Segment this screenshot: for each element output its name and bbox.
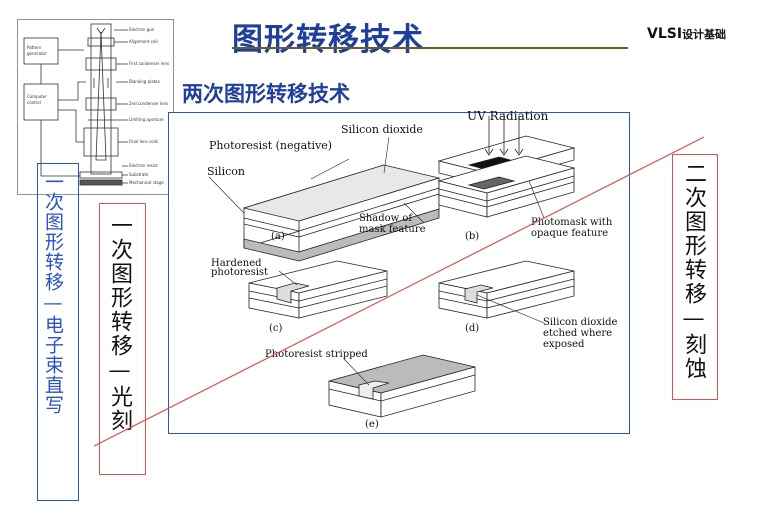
computer-label-2: control: [27, 100, 41, 105]
step-d-drawing: [438, 260, 575, 319]
label-etched-2: etched where: [543, 328, 613, 339]
lithography-label: 一次图形转移—光刻: [107, 214, 132, 433]
label-hardened-1: Hardened: [211, 258, 262, 269]
ebeam-label-box: [37, 163, 79, 501]
schem-label-7: Electron resist: [129, 163, 158, 168]
computer-label-1: Computer: [27, 94, 47, 99]
beam-path: [95, 31, 107, 161]
ebeam-label: 一次图形转移—电子束直写: [42, 172, 64, 415]
label-etched-1: Silicon dioxide: [543, 317, 618, 328]
schem-label-0: Electron gun: [129, 27, 155, 32]
lithography-label-box: [99, 203, 146, 475]
label-a: (a): [271, 231, 285, 242]
schem-label-4: 2nd condenser lens: [129, 101, 168, 106]
label-silicon-dioxide: Silicon dioxide: [341, 123, 423, 136]
ebeam-schematic: Pattern generator Computer control Elect…: [17, 19, 174, 195]
step-e-drawing: [328, 354, 476, 418]
column-body: [90, 23, 112, 175]
step-a-drawing: [242, 164, 441, 262]
schem-label-1: Alignment coil: [129, 39, 158, 44]
label-stripped: Photoresist stripped: [265, 349, 368, 360]
schem-label-3: Blanking plates: [129, 79, 160, 84]
course-cjk: 设计基础: [682, 28, 727, 41]
schem-label-8: Substrate: [129, 172, 149, 177]
etch-label-box: [672, 154, 718, 400]
schem-label-9: Mechanical stage: [129, 180, 164, 185]
process-steps-drawing: [208, 113, 576, 418]
course-label: VLSI设计基础: [647, 26, 726, 42]
label-e: (e): [365, 419, 379, 430]
label-uv-radiation: UV Radiation: [467, 109, 549, 123]
pattern-gen-label-1: Pattern: [27, 45, 42, 50]
pattern-gen-label-2: generator: [27, 51, 47, 56]
schem-label-6: Final lens coils: [129, 139, 158, 144]
label-b: (b): [465, 231, 480, 242]
schem-label-5: Limiting aperture: [129, 117, 164, 122]
step-c-drawing: [248, 260, 388, 319]
schem-label-2: First condenser lens: [129, 61, 169, 66]
label-silicon: Silicon: [207, 165, 245, 178]
label-shadow-2: mask feature: [359, 224, 426, 235]
etch-label: 二次图形转移—刻蚀: [681, 162, 706, 381]
label-photoresist: Photoresist (negative): [209, 139, 333, 152]
leader-lines: [208, 136, 545, 386]
pattern-transfer-figure: UV Radiation Silicon dioxide Photoresist…: [168, 109, 630, 434]
course-latin: VLSI: [647, 26, 683, 42]
label-hardened-2: photoresist: [211, 267, 269, 278]
slide-subtitle: 两次图形转移技术: [182, 82, 350, 106]
ebeam-schematic-drawing: Pattern generator Computer control Elect…: [23, 23, 169, 186]
label-photomask-1: Photomask with: [531, 217, 613, 228]
label-etched-3: exposed: [543, 339, 585, 350]
label-c: (c): [269, 323, 283, 334]
label-photomask-2: opaque feature: [531, 228, 609, 239]
title-underline: [232, 47, 628, 49]
label-d: (d): [465, 323, 480, 334]
step-b-drawing: [437, 113, 576, 218]
slide-title: 图形转移技术: [232, 22, 424, 58]
red-diagonal-line: [93, 136, 705, 447]
label-shadow-1: Shadow of: [359, 213, 413, 224]
